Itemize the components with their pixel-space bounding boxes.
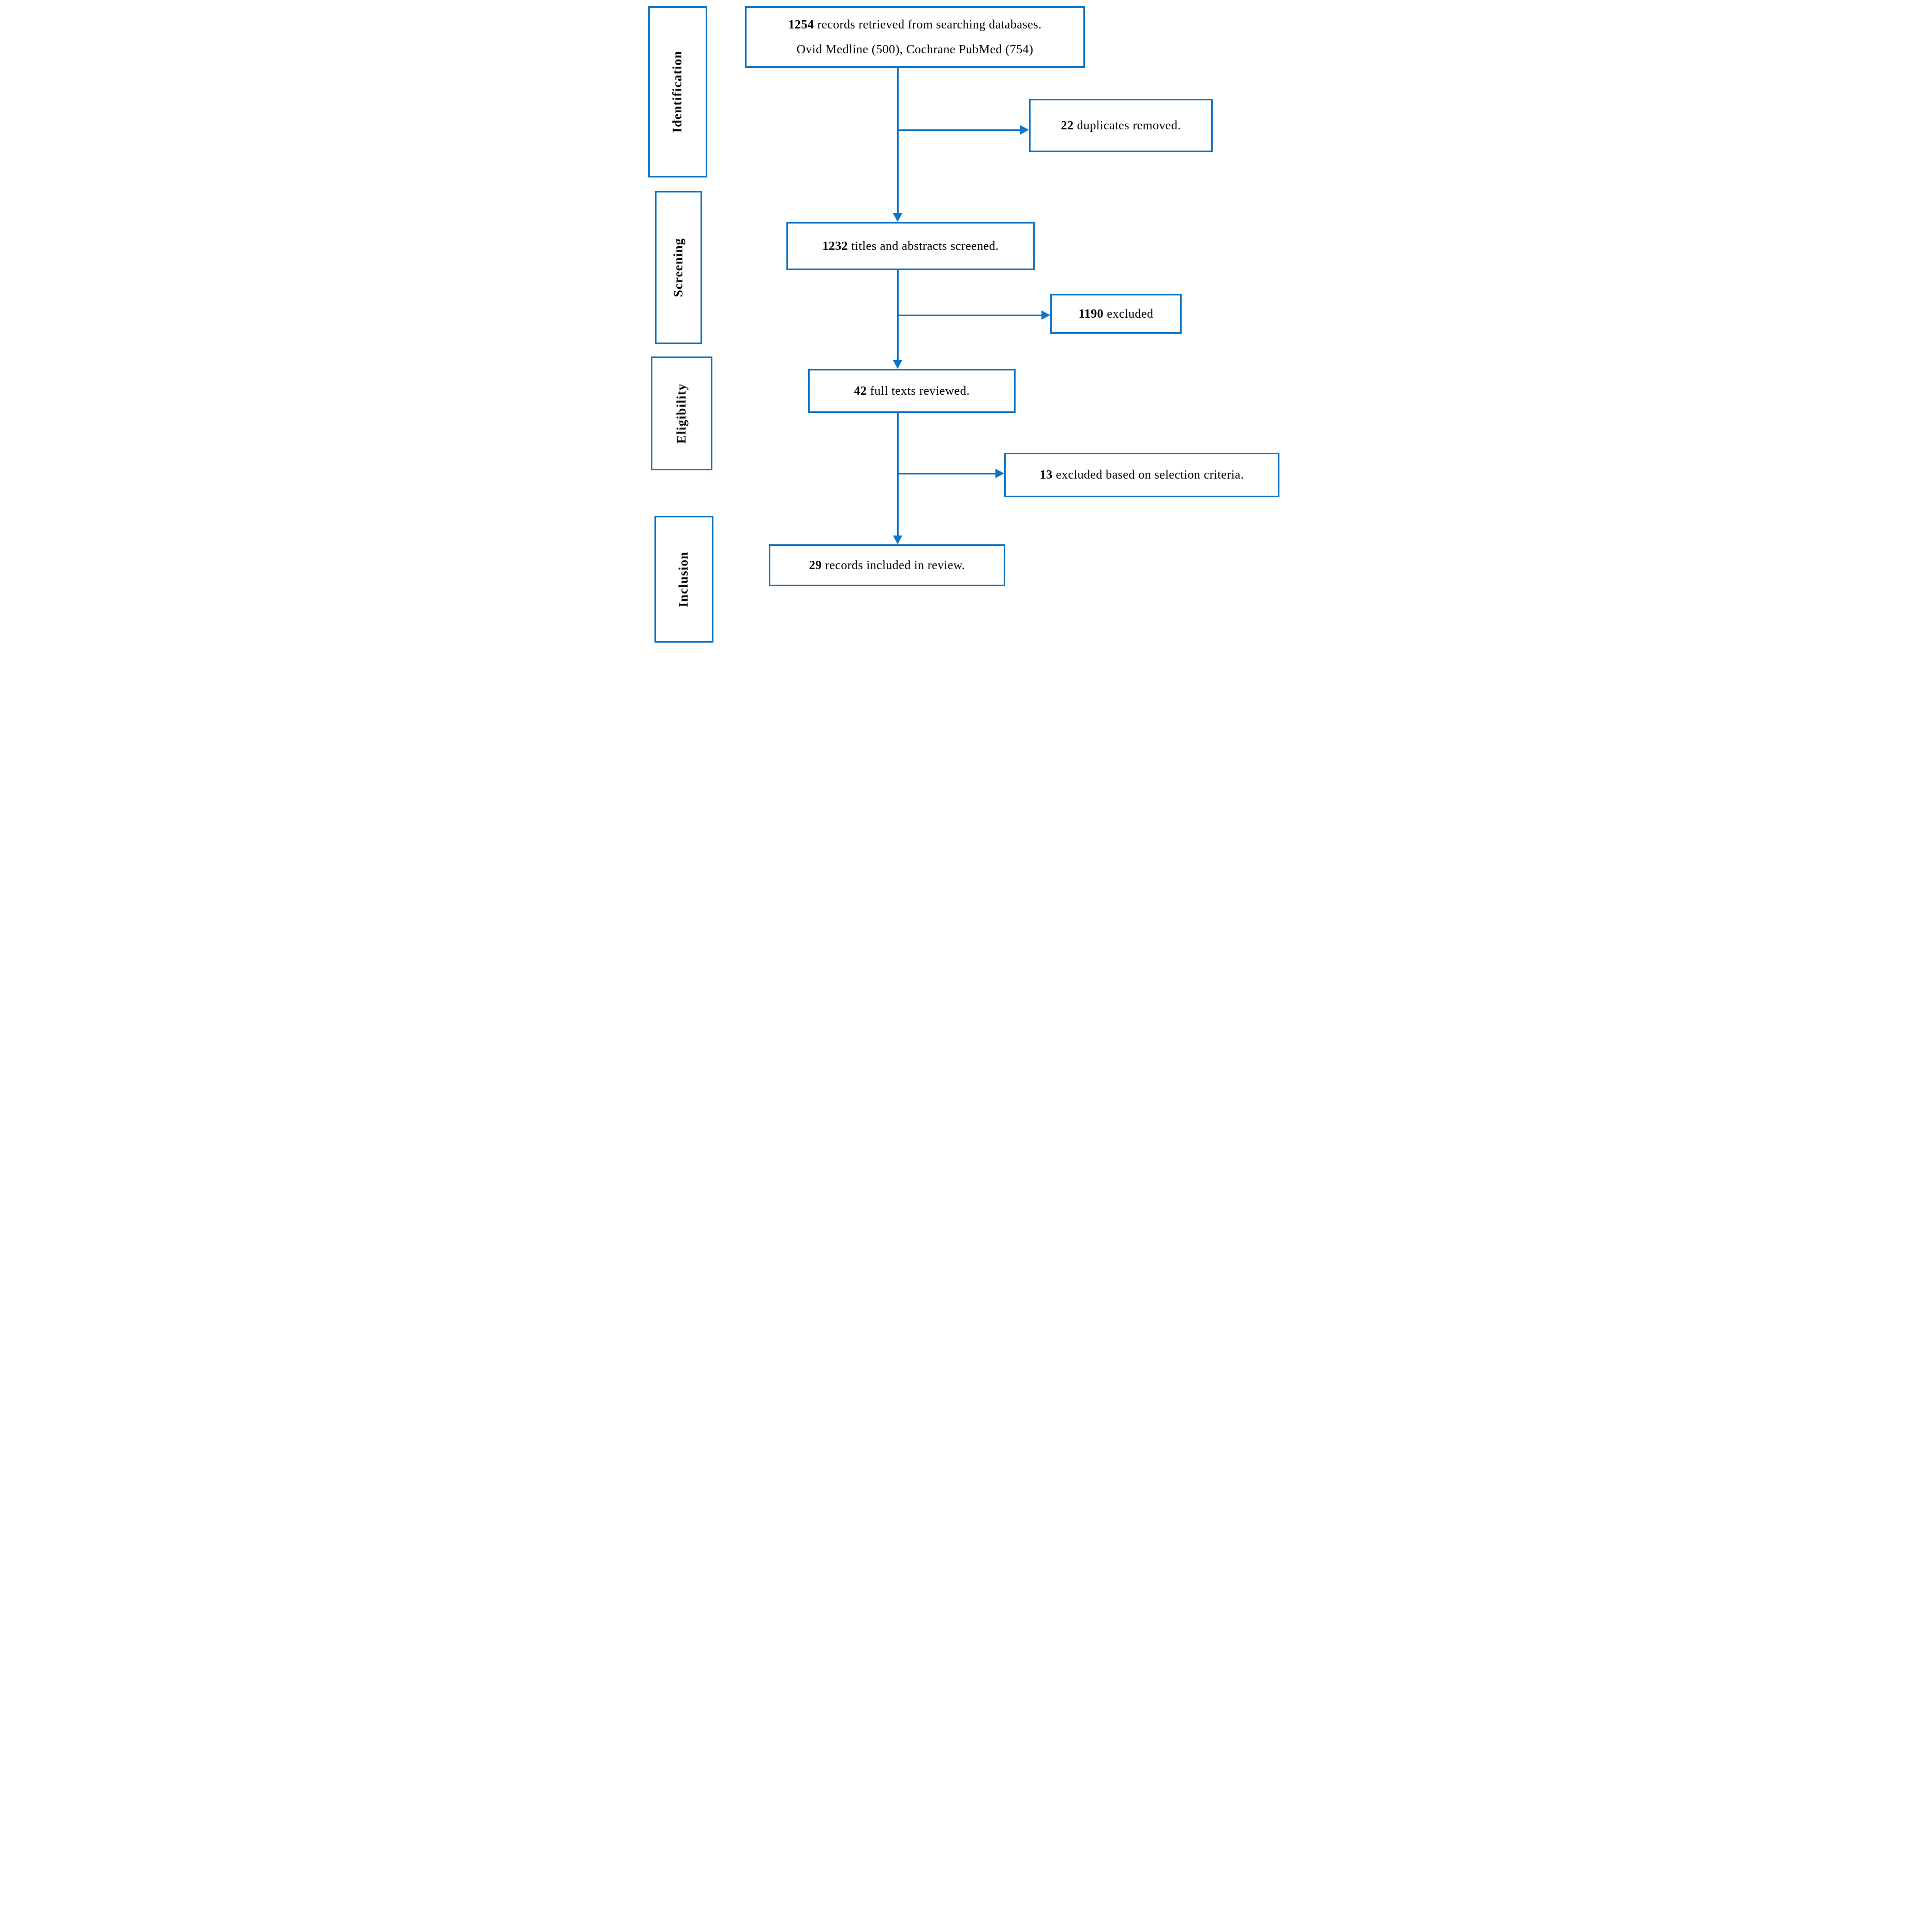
node-text: Ovid Medline (500), Cochrane PubMed (754…	[796, 42, 1034, 56]
node-text: 13 excluded based on selection criteria.	[1039, 468, 1244, 482]
arrowhead-down-icon	[893, 536, 902, 544]
arrowhead-right-icon	[995, 469, 1004, 478]
arrowhead-right-icon	[1041, 310, 1050, 320]
flow-line-records-to-screened	[897, 68, 899, 215]
branch-line-excluded-criteria	[898, 473, 996, 474]
stage-box-eligibility: Eligibility	[651, 356, 712, 470]
flow-line-fulltext-to-included	[897, 413, 899, 537]
stage-label-identification: Identification	[671, 51, 684, 133]
arrowhead-down-icon	[893, 213, 902, 222]
node-text: 22 duplicates removed.	[1061, 118, 1181, 132]
stage-box-screening: Screening	[655, 191, 702, 344]
node-duplicates-removed: 22 duplicates removed.	[1029, 99, 1213, 152]
branch-line-duplicates	[898, 129, 1021, 131]
stage-box-inclusion: Inclusion	[654, 516, 713, 643]
node-text: 42 full texts reviewed.	[854, 384, 970, 398]
arrowhead-right-icon	[1020, 125, 1029, 135]
node-records-included: 29 records included in review.	[769, 544, 1005, 586]
node-full-texts-reviewed: 42 full texts reviewed.	[808, 369, 1016, 413]
branch-line-excluded	[898, 315, 1042, 316]
node-text: 1190 excluded	[1078, 307, 1154, 321]
stage-label-screening: Screening	[671, 237, 686, 298]
arrowhead-down-icon	[893, 360, 902, 369]
node-text: 1254 records retrieved from searching da…	[788, 18, 1042, 32]
node-excluded-selection-criteria: 13 excluded based on selection criteria.	[1004, 453, 1279, 497]
node-text: 29 records included in review.	[809, 558, 965, 572]
node-records-retrieved: 1254 records retrieved from searching da…	[745, 6, 1085, 68]
node-text: 1232 titles and abstracts screened.	[822, 239, 999, 253]
node-titles-screened: 1232 titles and abstracts screened.	[786, 222, 1035, 270]
stage-label-inclusion: Inclusion	[677, 551, 691, 607]
stage-box-identification: Identification	[648, 6, 707, 177]
node-records-excluded: 1190 excluded	[1050, 294, 1182, 334]
prisma-flow-diagram: Identification Screening Eligibility Inc…	[640, 0, 1282, 644]
stage-label-eligibility: Eligibility	[674, 383, 689, 444]
